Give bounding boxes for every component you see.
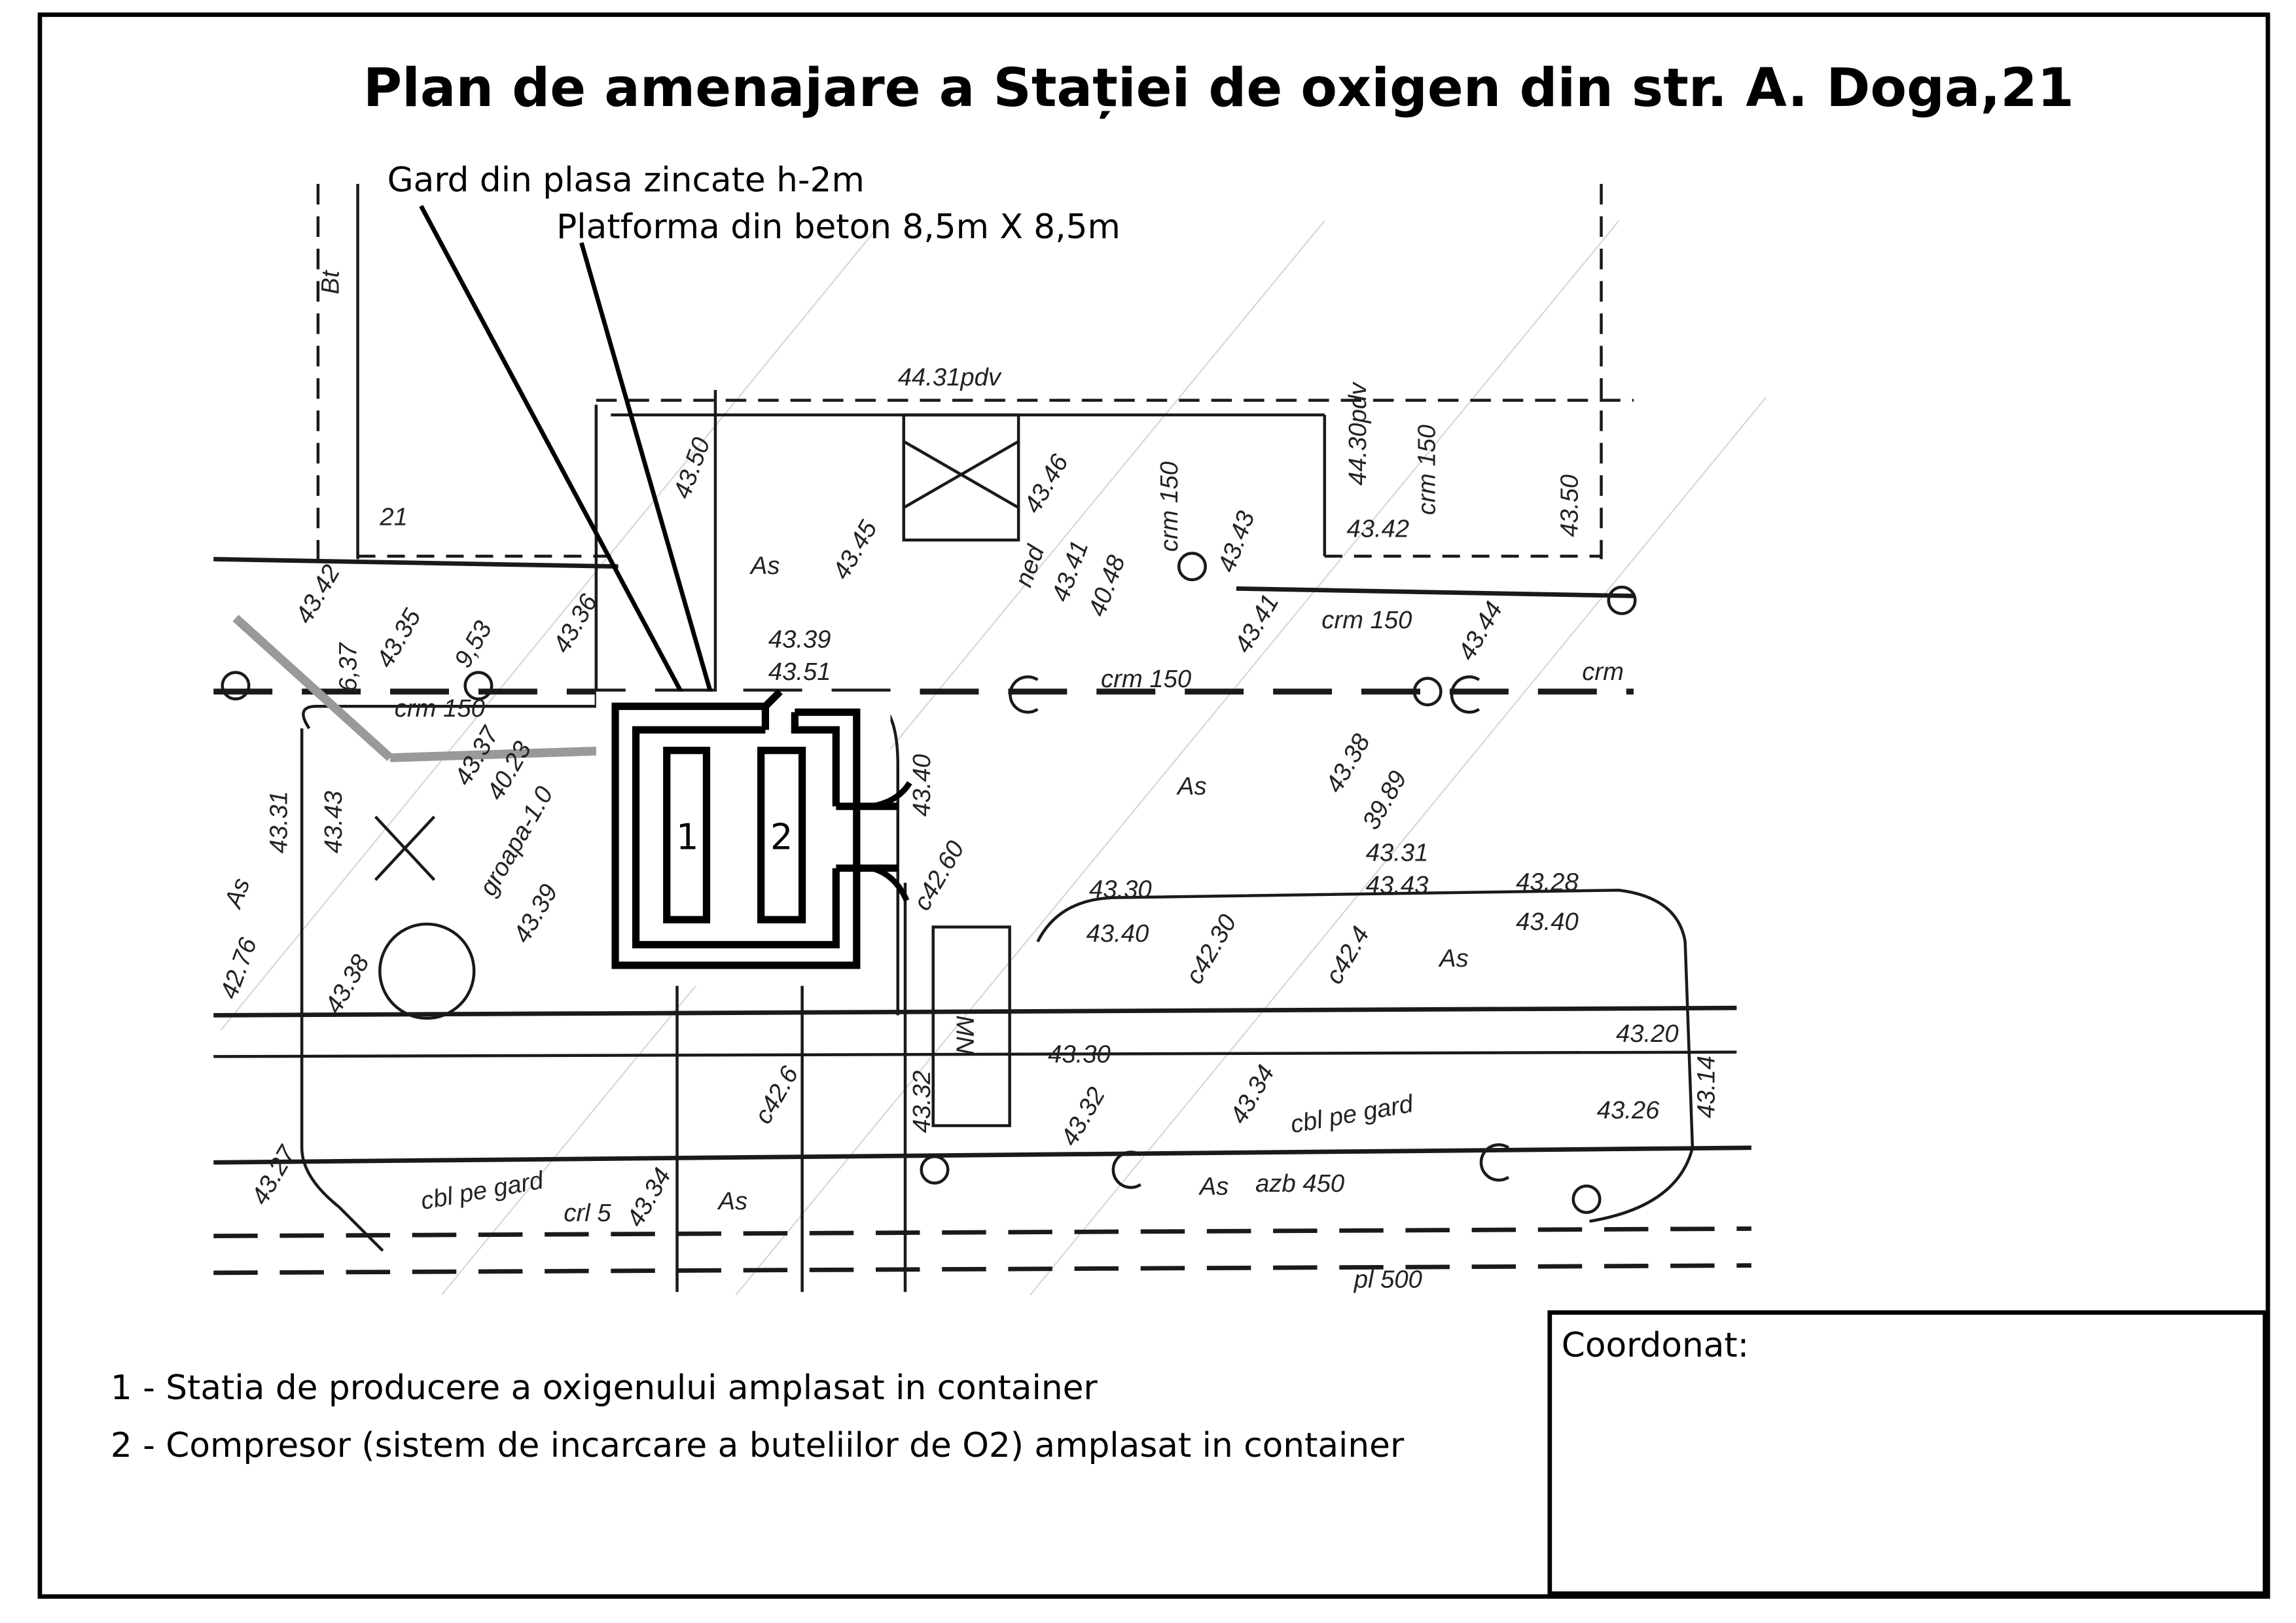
survey-label: MN [951, 1015, 979, 1054]
survey-label: crm 150 [1101, 665, 1191, 693]
survey-label: 43.40 [908, 754, 936, 817]
survey-label: Bt [316, 270, 344, 294]
survey-label: 43.26 [1597, 1096, 1660, 1124]
fence-annotation: Gard din plasa zincate h-2m [387, 160, 865, 200]
survey-label: 43.40 [1516, 908, 1579, 936]
page-title: Plan de amenajare a Stației de oxigen di… [363, 58, 2074, 119]
approval-label: Coordonat: [1562, 1326, 1749, 1365]
survey-label: crm 150 [1412, 425, 1441, 515]
survey-label: 6,37 [334, 642, 362, 692]
survey-label: As [749, 552, 780, 580]
survey-label: 43.51 [768, 658, 831, 686]
survey-label: 43.43 [319, 791, 348, 853]
survey-label: 43.39 [768, 625, 831, 653]
survey-label: crm 150 [1321, 606, 1412, 634]
survey-label: As [1198, 1173, 1229, 1201]
platform-annotation: Platforma din beton 8,5m X 8,5m [556, 207, 1121, 247]
survey-label: 43.31 [1366, 838, 1429, 866]
survey-label: 43.14 [1693, 1056, 1721, 1118]
survey-label: As [1438, 944, 1469, 972]
survey-label: As [717, 1187, 747, 1215]
survey-label: crm 150 [395, 694, 485, 722]
container-2-number: 2 [770, 816, 793, 857]
survey-label: 43.30 [1048, 1040, 1111, 1068]
survey-label: 44.31pdv [898, 363, 1002, 391]
survey-label: azb 450 [1255, 1169, 1344, 1198]
survey-label: 43.20 [1616, 1020, 1679, 1048]
survey-label: 43.32 [908, 1071, 936, 1133]
container-2 [757, 747, 806, 923]
survey-label: 43.30 [1089, 876, 1152, 904]
fence-outline [611, 702, 861, 969]
survey-label: crm [1582, 658, 1624, 686]
survey-label: 21 [379, 503, 408, 531]
container-1 [663, 747, 711, 923]
survey-label: crm 150 [1155, 461, 1183, 552]
platform-outline [632, 726, 840, 949]
platform-leader-line [579, 242, 734, 766]
survey-label: 43.28 [1516, 868, 1579, 896]
survey-label: 43.31 [265, 791, 293, 853]
fence-leader-line [419, 205, 691, 707]
survey-label: crl 5 [564, 1199, 611, 1227]
survey-label: As [1176, 772, 1207, 800]
oxygen-station-plan: 1 2 [596, 688, 912, 986]
legend-item-2: 2 - Compresor (sistem de incarcare a but… [111, 1426, 1405, 1465]
legend-item-1: 1 - Statia de producere a oxigenului amp… [111, 1368, 1098, 1408]
survey-label: 43.43 [1366, 871, 1429, 899]
survey-label: 43.50 [1556, 474, 1584, 537]
survey-label: pl 500 [1354, 1265, 1422, 1293]
survey-label: 43.42 [1347, 515, 1410, 543]
approval-box [1547, 1310, 2267, 1596]
survey-label: 44.30pdv [1344, 382, 1372, 486]
sheet-border [37, 12, 2270, 1599]
survey-label: 43.40 [1086, 919, 1149, 948]
container-1-number: 1 [676, 816, 698, 857]
